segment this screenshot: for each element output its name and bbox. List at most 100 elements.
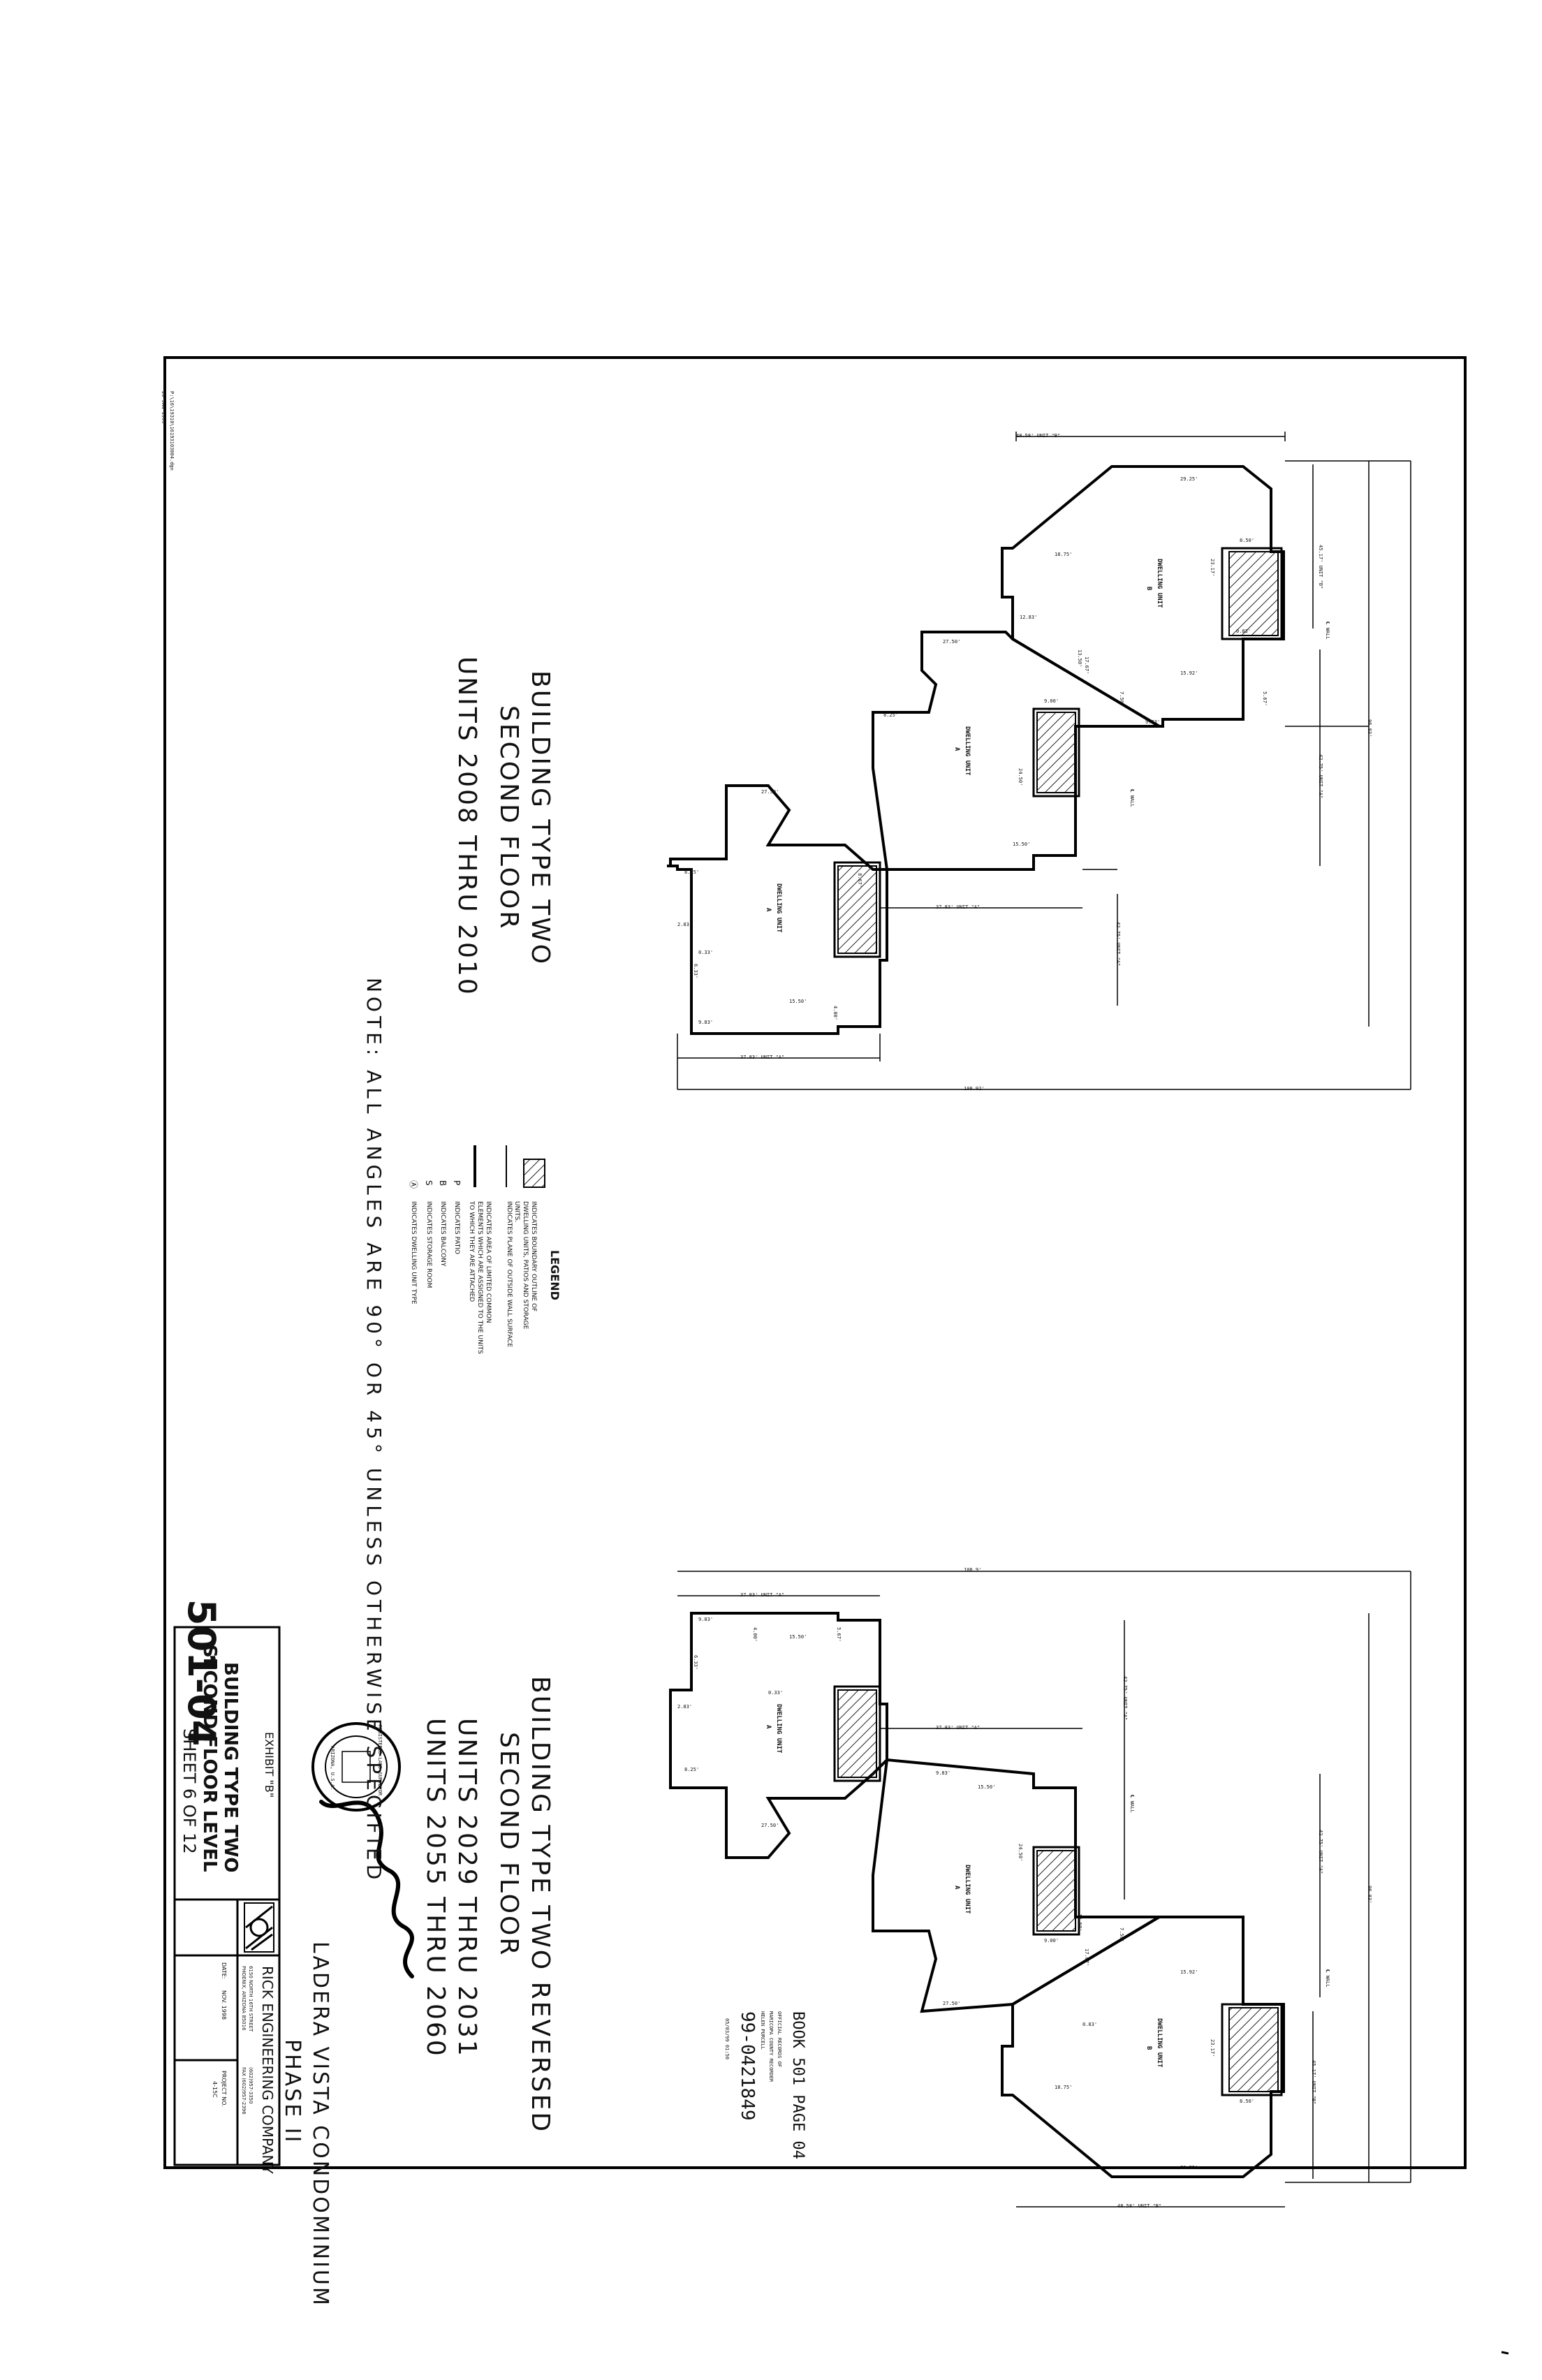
plan-lower-title-4: UNITS 2055 THRU 2060 [421, 1718, 450, 2058]
dim-text: 45.17' UNIT "B" [1318, 545, 1323, 589]
plan-lower-dimensions [677, 1571, 1411, 2208]
dim-text: 8.50' [1240, 2099, 1255, 2104]
dim-text: 24.50' [1018, 768, 1023, 786]
dim-text: 5.67' [836, 1627, 842, 1643]
signature-mark [319, 1800, 414, 1978]
company-phone: (602)957-3350 [248, 2067, 254, 2104]
plan-lower-hatch [837, 1689, 1279, 2092]
dim-text: 96.83' [1367, 719, 1372, 737]
legend-item-5: INDICATES BALCONY [439, 1201, 446, 1267]
plan-upper-title-3: UNITS 2008 THRU 2010 [453, 656, 481, 997]
dim-text: 37.83' UNIT "A" [936, 904, 981, 910]
legend-item-2: INDICATES PLANE OF OUTSIDE WALL SURFACE [506, 1201, 513, 1348]
unit-type-badge: A [765, 908, 772, 912]
dim-text: 48.58' UNIT "B" [1016, 433, 1061, 439]
wall-label: ℄ WALL [1129, 1795, 1135, 1813]
dim-text: 18.75' [1055, 2085, 1073, 2090]
dim-text: 17.67' [1084, 656, 1089, 675]
dim-text: 15.92' [1180, 1969, 1198, 1975]
dim-text: 108.9' [964, 1567, 982, 1573]
unit-type-badge: B [1145, 2046, 1152, 2050]
dim-text: 29.25' [1180, 2165, 1198, 2170]
dim-text: 37.83' UNIT "A" [936, 1725, 981, 1731]
wall-label: ℄ WALL [1129, 789, 1135, 807]
recording-date-time: 05/03/99 01:50 [724, 2018, 730, 2060]
dim-text: 8.25' [684, 1767, 700, 1772]
dim-text: 15.50' [1013, 842, 1031, 847]
project-no-value: 4-15C [212, 2081, 218, 2098]
dim-text: 7.50' [1119, 1927, 1124, 1943]
dim-text: 27.50' [943, 639, 961, 645]
dim-text: 6.33' [693, 964, 698, 979]
dim-text: 27.50' [761, 789, 779, 795]
dim-text: 0.33' [768, 1690, 784, 1696]
dim-text: 9.00' [1044, 698, 1059, 704]
dim-text: 0.33' [698, 950, 714, 955]
wall-label: ℄ WALL [1325, 622, 1330, 640]
date-value: NOV. 1998 [221, 1990, 227, 2020]
plan-lower-title-2: SECOND FLOOR [494, 1732, 523, 1957]
unit-a-lower-outline [667, 784, 888, 1035]
dim-text: 4.00' [752, 1627, 758, 1643]
unit-b-outline [1001, 465, 1285, 728]
dim-text: 9.83' [1145, 719, 1161, 725]
dim-text: 27.50' [943, 2001, 961, 2006]
dim-text: 29.25' [1180, 476, 1198, 482]
recording-book-page: BOOK 501 PAGE 04 [789, 2011, 807, 2159]
dim-text: 6.33' [693, 1655, 698, 1670]
unit-b-bottom-outline [1001, 1916, 1285, 2178]
dim-text: 48.58' UNIT "B" [1117, 2203, 1162, 2209]
dim-text: 108.92' [964, 1086, 985, 1092]
plan-upper [667, 465, 1285, 1035]
company-address-2: PHOENIX, ARIZONA 85016 [241, 1966, 247, 2031]
dim-text: 12.83' [1020, 615, 1038, 620]
unit-a-mid-outline [872, 1758, 1165, 2013]
dim-text: 96.83' [1367, 1886, 1372, 1904]
unit-a-top-outline [669, 1612, 888, 1859]
dim-text: 27.50' [761, 1823, 779, 1828]
dim-text: 8.25' [883, 712, 899, 718]
legend-symbol-p: P [452, 1180, 462, 1186]
sheet-title-2: SECOND FLOOR LEVEL [199, 1645, 220, 1872]
recording-number: 99-0421849 [737, 2011, 758, 2121]
file-date-text: 20-JAN-1999 [161, 391, 166, 424]
dim-text: 17.67' [1084, 1948, 1089, 1967]
dim-text: 5.67' [1262, 691, 1268, 707]
seal-text-top: REGISTERED LAND SURVEYOR [377, 1725, 383, 1796]
dim-text: 37.83' UNIT "A" [740, 1592, 785, 1598]
unit-label: DWELLING UNIT [964, 1865, 971, 1914]
plan-lower-title-1: BUILDING TYPE TWO REVERSED [526, 1676, 555, 2134]
dim-text: 9.00' [1044, 1938, 1059, 1944]
dim-text: 0.83' [1236, 629, 1251, 634]
company-fax: FAX (602)957-2396 [241, 2067, 247, 2115]
dim-text: 42.75' UNIT "A" [1318, 754, 1323, 799]
dim-text: 4.00' [832, 1006, 838, 1021]
dim-text: 13.50' [1077, 1913, 1082, 1932]
sheet-title-1: BUILDING TYPE TWO [220, 1662, 241, 1873]
recording-line-3: HELEN PURCELL [760, 2011, 765, 2050]
legend-item-6: INDICATES STORAGE ROOM [425, 1201, 432, 1288]
dim-text: 24.50' [1018, 1844, 1023, 1862]
file-path-text: P:\16\19310\16193103004.dgn [169, 391, 175, 471]
legend-item-3: INDICATES AREA OF LIMITED COMMON ELEMENT… [468, 1201, 492, 1354]
dim-text: 2.83' [677, 922, 693, 927]
title-block-lines [173, 1626, 281, 2166]
unit-label: DWELLING UNIT [775, 883, 782, 933]
legend-title: LEGEND [548, 1250, 561, 1300]
sheet-number: SHEET 6 OF 12 [179, 1728, 199, 1854]
date-label: DATE: [221, 1962, 227, 1979]
plan-upper-title-2: SECOND FLOOR [494, 705, 523, 931]
dim-text: 42.75' UNIT "A" [1318, 1830, 1323, 1874]
dim-text: 15.50' [789, 1634, 807, 1640]
dim-text: 13.50' [1077, 649, 1082, 668]
unit-a-middle-outline [872, 631, 1165, 871]
dim-text: 23.17' [1210, 2039, 1215, 2057]
unit-label: DWELLING UNIT [964, 726, 971, 776]
project-name-1: LADERA VISTA CONDOMINIUM [308, 1941, 332, 2307]
dim-text: 8.25' [684, 869, 700, 875]
unit-label: DWELLING UNIT [775, 1704, 782, 1754]
dim-text: 9.83' [698, 1617, 714, 1622]
company-name: RICK ENGINEERING COMPANY [259, 1966, 276, 2174]
recording-line-2: MARICOPA COUNTY RECORDER [768, 2011, 774, 2082]
